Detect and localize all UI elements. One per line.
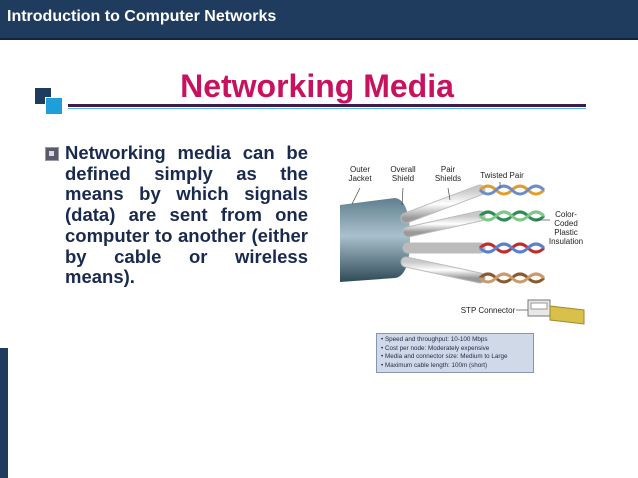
left-accent-stripe [0, 348, 8, 478]
decorative-square-blue [45, 97, 63, 115]
bullet-text: Networking media can be defined simply a… [65, 142, 308, 288]
spec-item: • Maximum cable length: 100m (short) [381, 361, 488, 369]
spec-text: Cost per node: Moderately expensive [384, 344, 490, 352]
spec-text: Speed and throughput: 10-100 Mbps [384, 336, 488, 343]
course-title: Introduction to Computer Networks [7, 8, 277, 25]
title-underline [68, 104, 586, 107]
title-underline-accent [68, 108, 586, 109]
stp-cable-figure: Outer Jacket Overall Shield Pair Shields… [340, 160, 590, 330]
slide-header-bar: Introduction to Computer Networks [0, 0, 638, 40]
label-twisted-pair: Twisted Pair [480, 171, 524, 180]
label-pair-shields: Pair Shields [434, 165, 462, 183]
spec-item: • Speed and throughput: 10-100 Mbps [381, 336, 488, 343]
label-outer-jacket: Outer Jacket [348, 165, 372, 183]
spec-text: Maximum cable length: 100m (short) [384, 361, 488, 369]
spec-item: • Cost per node: Moderately expensive [381, 344, 490, 352]
stp-cable-illustration [340, 182, 585, 325]
label-stp-connector: STP Connector [460, 306, 516, 315]
label-overall-shield: Overall Shield [390, 165, 416, 183]
spec-item: • Media and connector size: Medium to La… [381, 353, 508, 360]
specs-box: • Speed and throughput: 10-100 Mbps • Co… [376, 333, 534, 373]
label-color-coded: Color-Coded Plastic Insulation [548, 210, 584, 246]
spec-text: Media and connector size: Medium to Larg… [384, 353, 508, 360]
slide-title: Networking Media [180, 68, 454, 104]
bullet-icon [45, 147, 59, 161]
